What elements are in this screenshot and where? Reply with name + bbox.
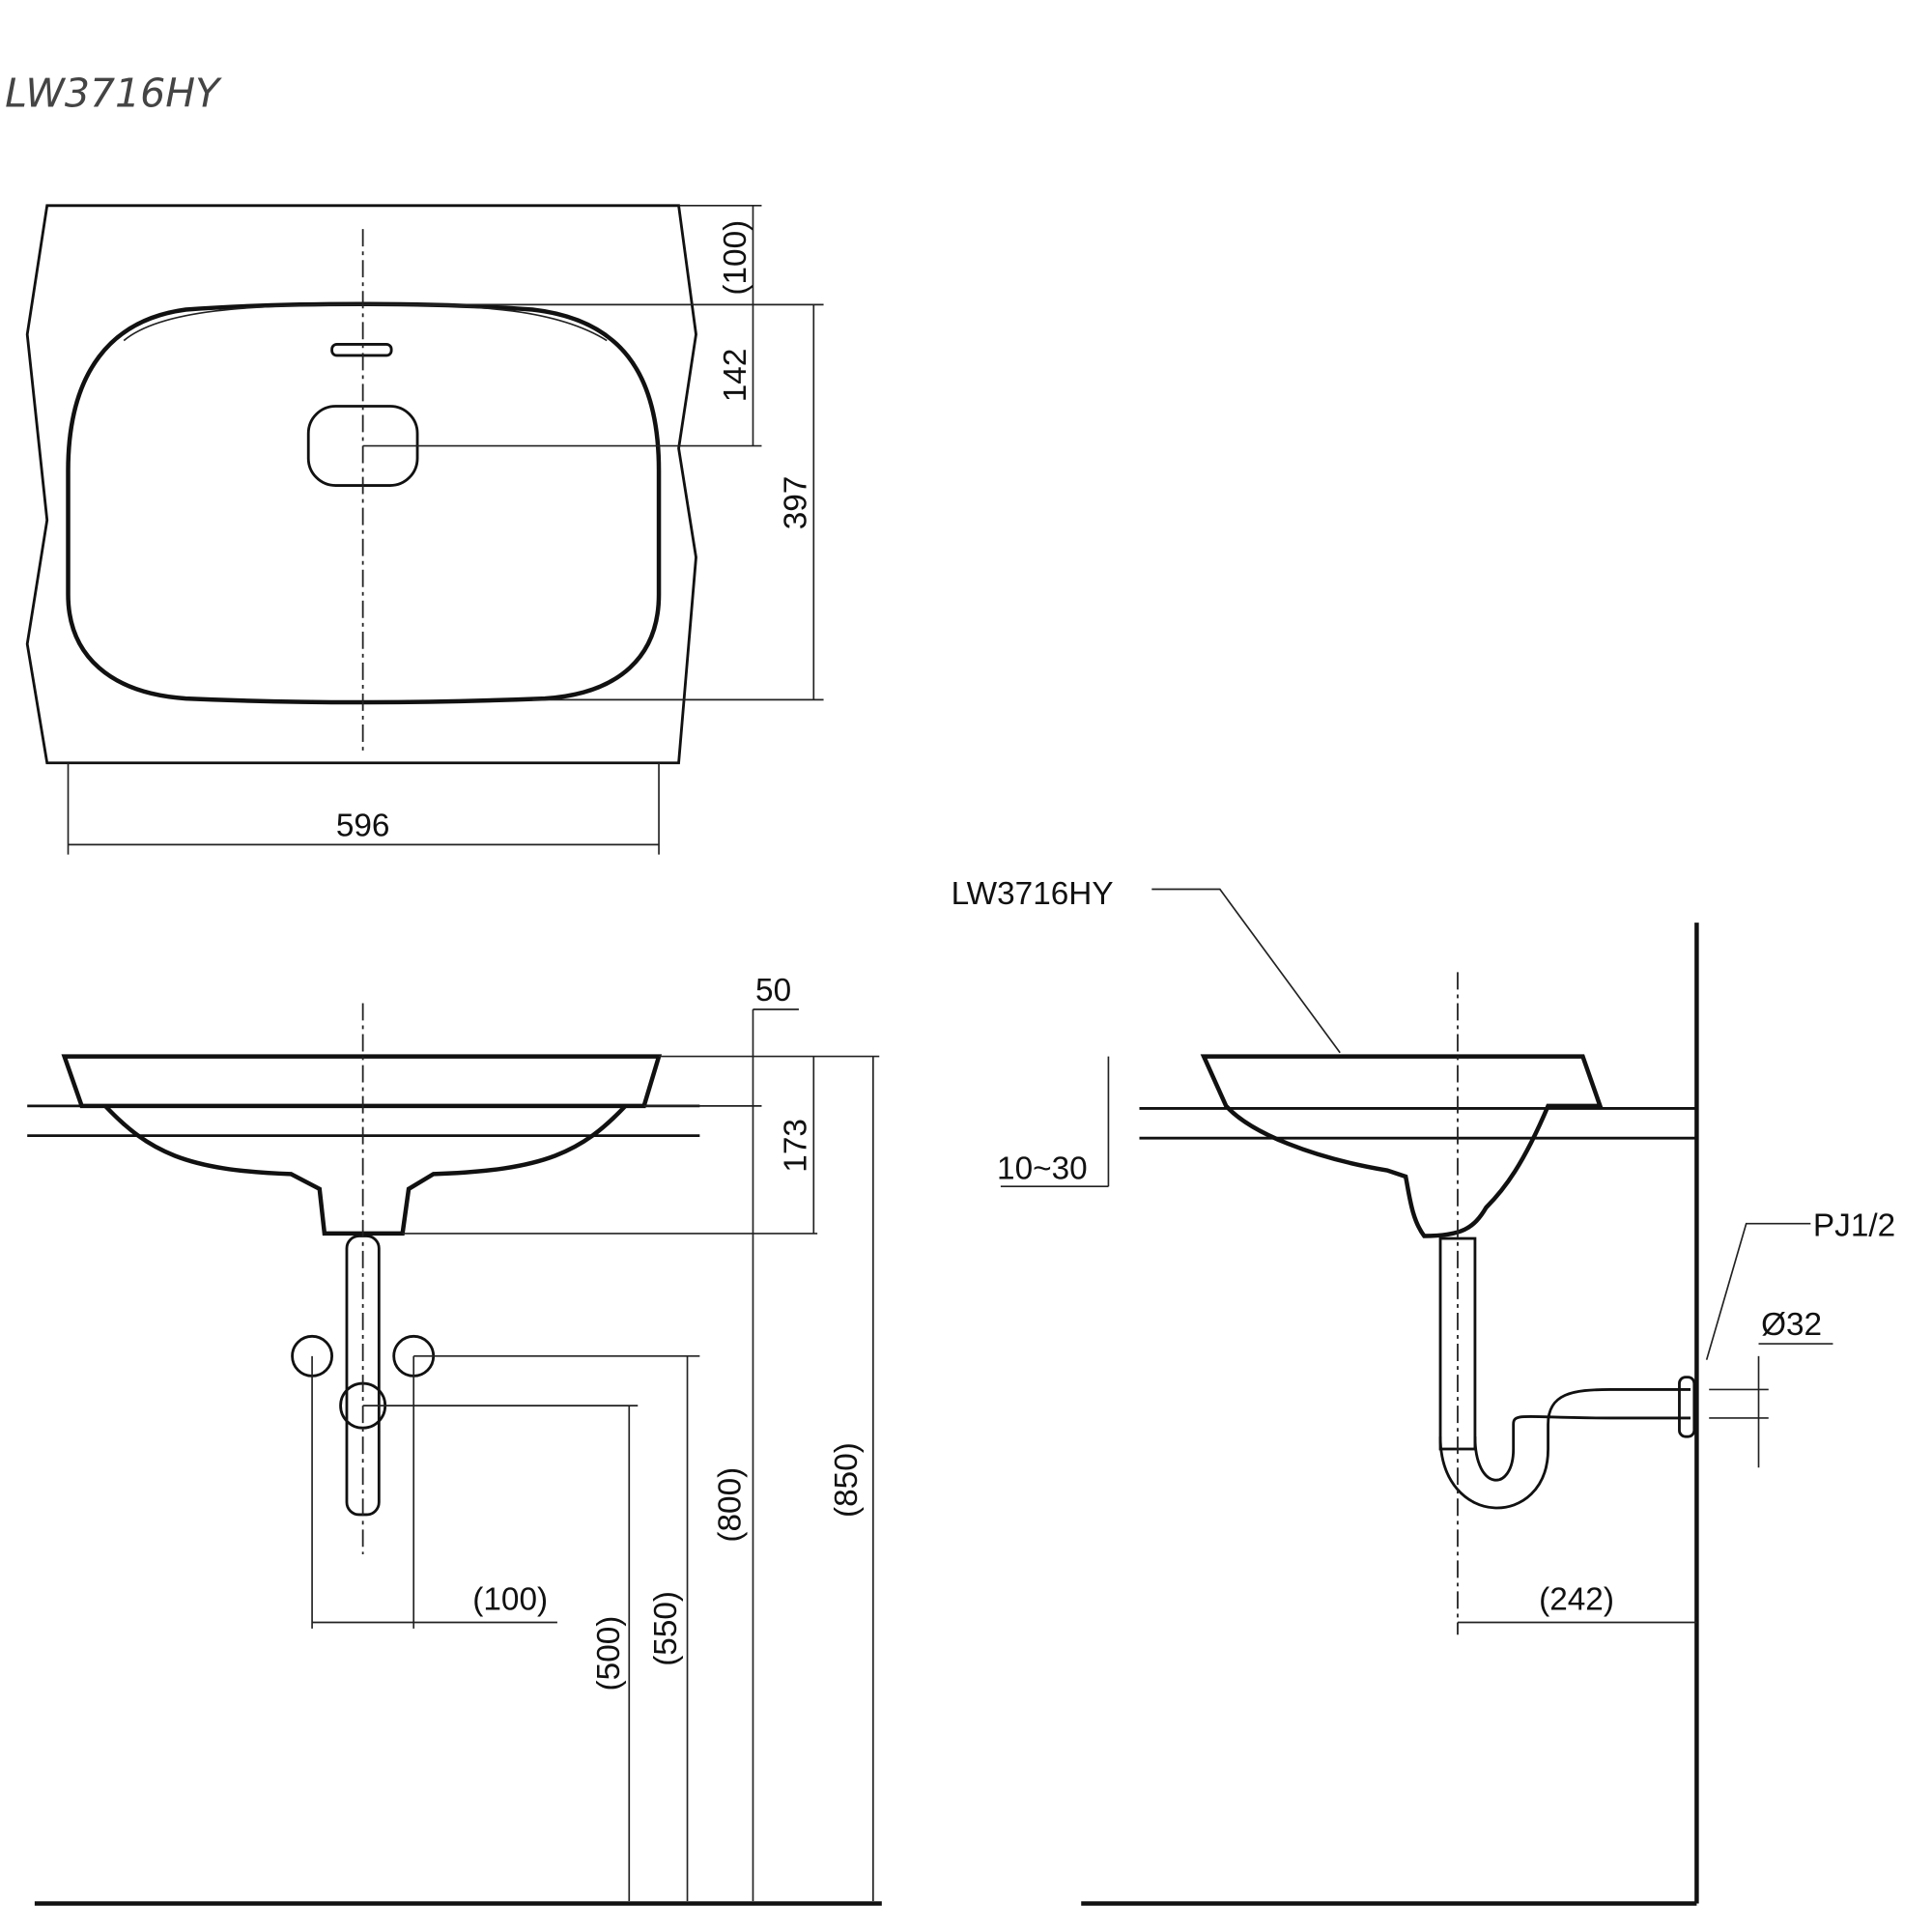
top-view: (100) 142 397 596 xyxy=(25,204,824,855)
thread-label: PJ1/2 xyxy=(1813,1208,1895,1243)
dim-rim: 50 xyxy=(755,973,791,1009)
overflow-icon xyxy=(330,343,393,357)
counter-outline xyxy=(25,204,697,765)
drawing-title: LW3716HY xyxy=(5,70,222,116)
dim-rim-height: (850) xyxy=(829,1442,865,1518)
dim-width: 596 xyxy=(336,808,390,843)
model-label: LW3716HY xyxy=(952,876,1114,912)
dim-supply-low: (500) xyxy=(591,1616,627,1691)
dim-drain-height: (800) xyxy=(713,1467,749,1543)
dim-spacing: (100) xyxy=(472,1582,548,1618)
dim-wall-distance: (242) xyxy=(1539,1582,1614,1618)
dim-counter: 10~30 xyxy=(997,1151,1088,1187)
dim-height: 173 xyxy=(779,1119,814,1173)
dim-drain-offset: 142 xyxy=(718,349,753,403)
bowl-outline xyxy=(66,301,662,705)
side-view: LW3716HY 10~30 PJ1/2 Ø32 (242) xyxy=(952,876,1895,1906)
dim-rear: (100) xyxy=(718,220,753,296)
dim-supply-high: (550) xyxy=(648,1591,684,1666)
front-view: 50 173 (100) (500) (550) (800) (850) xyxy=(27,973,882,1906)
dim-bowl-depth: 397 xyxy=(779,476,814,530)
dim-diameter: Ø32 xyxy=(1761,1307,1822,1343)
